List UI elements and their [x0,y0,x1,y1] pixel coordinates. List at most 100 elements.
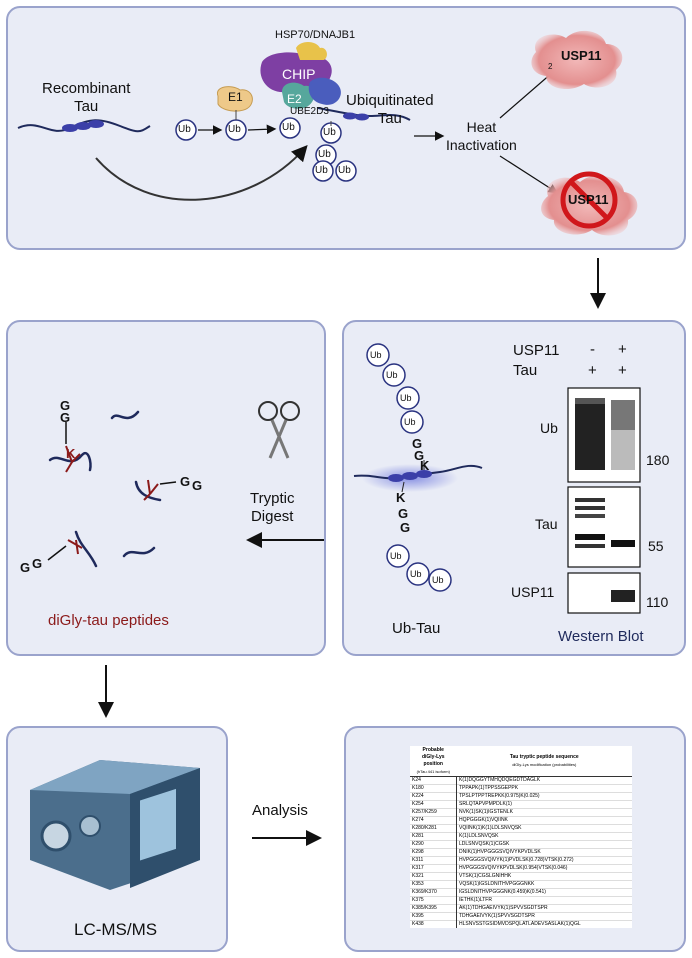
sequence-cell: VTSK(1)CGSLGNIHHK [456,872,632,881]
position-cell: K311 [410,856,457,865]
sequence-cell: AK(1)TDHGAEIVYK(1)SPVVSGDTSPR [456,904,632,913]
ub-label-7: Ub [338,165,351,176]
sequence-cell: TPSLPTPPTREPKK(0.975)K(0.025) [456,792,632,801]
wb-lane2-tau: + [618,362,627,379]
position-cell: K321 [410,872,457,881]
position-cell: K274 [410,816,457,825]
ub-r-2: Ub [386,370,398,380]
sequence-cell: LDLSNVQSK(1)CGSK [456,840,632,849]
position-cell: K317 [410,864,457,873]
sequence-cell: IETHK(1)LTFR [456,896,632,905]
ub-r-5: Ub [390,551,402,561]
position-cell: K353 [410,880,457,889]
ub-label-4: Ub [323,127,336,138]
wb-usp11-header: USP11 [513,342,560,359]
wb-mw-180: 180 [646,452,670,468]
gly-label-4: G [192,478,203,493]
ub-r-7: Ub [432,575,444,585]
lys-label-1: K [66,446,76,461]
ub-activation-chain [175,117,357,182]
chip-label: CHIP [282,66,316,82]
ub-label-5: Ub [318,149,331,160]
hsp-label: HSP70/DNAJB1 [275,29,356,41]
sequence-cell: HQPGGGK(1)VQIINK [456,816,632,825]
sequence-cell: HVPGGGSVQIVYK(1)PVDLSK(0.728)VTSK(0.272) [456,856,632,865]
sequence-cell: VQIINK(1)K(1)LDLSNVQSK [456,824,632,833]
usp11-inactivated-enzyme [541,171,638,236]
position-cell: K257/K259 [410,808,457,817]
ubiquitinated-tau-label: Ubiquitinated Tau [346,92,434,127]
wb-lane2-usp11: + [618,341,627,358]
table-header-position: Probable diGly-Lys position(hTau 441 iso… [410,746,457,777]
wb-caption: Western Blot [558,628,644,645]
analysis-label: Analysis [252,802,308,819]
ub-chain-right [366,343,452,592]
e1-label: E1 [228,90,243,104]
ub-label-6: Ub [315,165,328,176]
ub-tau-strand [353,460,483,493]
usp11-label-inactive: USP11 [568,192,609,207]
western-blot-bands [567,387,641,614]
lys-r-1: K [420,458,430,473]
wb-lane1-tau: + [588,362,597,379]
position-cell: K290 [410,840,457,849]
gly-label-2: G [60,410,71,425]
panel-digly-peptides [6,320,326,656]
ub-r-1: Ub [370,350,382,360]
recombinant-tau-label: Recombinant Tau [42,80,131,115]
position-cell: K298 [410,848,457,857]
gly-label-6: G [32,556,43,571]
ub-label-2: Ub [228,124,241,135]
heat-inactivation-label: Heat Inactivation [446,119,517,153]
position-cell: K438 [410,920,457,928]
lcms-label: LC-MS/MS [74,920,158,939]
gly-label-3: G [180,474,191,489]
position-cell: K254 [410,800,457,809]
position-cell: K224 [410,792,457,801]
ub-r-6: Ub [410,569,422,579]
position-cell: K395 [410,912,457,921]
gly-r-4: G [400,520,411,535]
position-cell: K281 [410,832,457,841]
sequence-cell: VQSK(1)IGSLDNITHVPGGGNKK [456,880,632,889]
usp11-small-active: 2 [548,62,553,71]
sequence-cell: NVK(1)SK(1)IGSTENLK [456,808,632,817]
position-cell: K180 [410,784,457,793]
ub-label-3: Ub [282,122,295,133]
digly-caption: diGly-tau peptides [48,612,169,629]
ub-tau-label: Ub-Tau [392,620,441,637]
position-cell: K385/K395 [410,904,457,913]
position-cell: K24 [410,776,457,785]
lcms-instrument [30,760,200,890]
wb-lane1-usp11: - [590,341,595,358]
recombinant-tau-strand [17,119,151,133]
gly-r-3: G [398,506,409,521]
sequence-cell: HVPGGGSVQIVYKPVDLSK(0.954)VTSK(0.046) [456,864,632,873]
wb-row-usp11: USP11 [511,584,555,600]
position-cell: K375 [410,896,457,905]
sequence-cell: DNIK(1)HVPGGGSVQIVYKPVDLSK [456,848,632,857]
ub-label-1: Ub [178,124,191,135]
wb-tau-header: Tau [513,362,538,379]
gly-r-2: G [414,448,425,463]
scissors-icon [258,401,300,459]
ub-r-4: Ub [404,417,416,427]
usp11-label-active: USP11 [561,48,602,63]
sequence-cell: K(1)DQGGYTMHQDQEGDTDAGLK [456,776,632,785]
